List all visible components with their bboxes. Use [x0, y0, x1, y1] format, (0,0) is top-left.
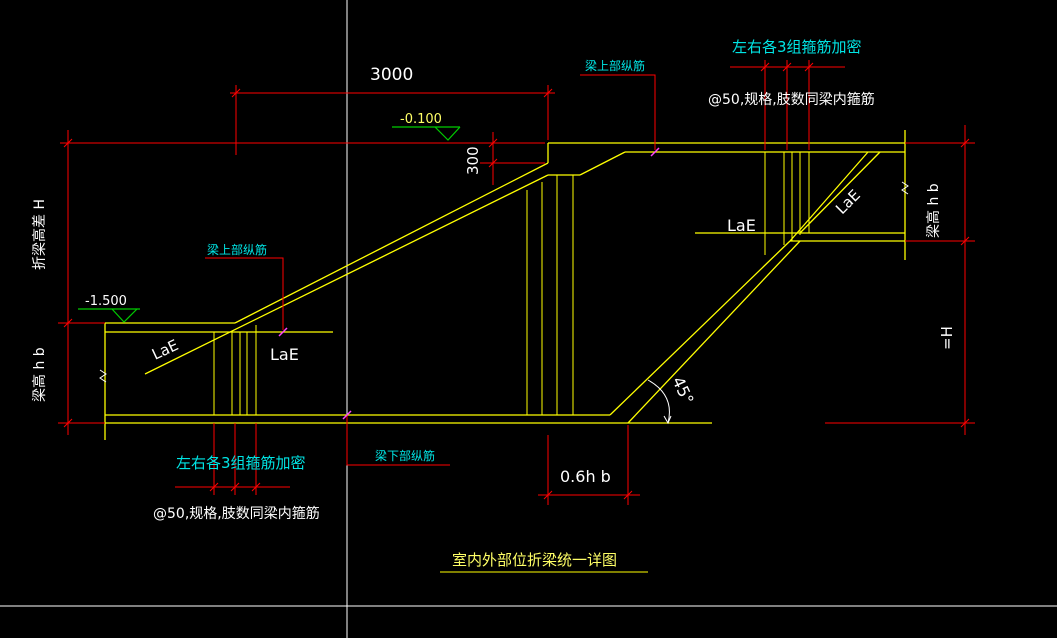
stirrup-dense-right: 左右各3组箍筋加密 [732, 38, 862, 56]
beam-bottom-bar-label: 梁下部纵筋 [375, 448, 435, 463]
h-equals-label: =H [938, 326, 956, 350]
stirrup-dense-left: 左右各3组箍筋加密 [176, 454, 306, 472]
angle-arc [647, 379, 670, 424]
height-diff-label: 折梁高差 H [31, 199, 48, 270]
beam-height-right-label: 梁高 h b [925, 183, 942, 238]
anchor-label-2: LaE [270, 345, 299, 364]
leader-ticks [278, 147, 660, 420]
anchor-label-3: LaE [727, 216, 756, 235]
stirrup-spec-right: @50,规格,肢数同梁内箍筋 [708, 91, 875, 108]
beam-top-bar-label-right: 梁上部纵筋 [585, 58, 645, 73]
dimension-lines [58, 60, 975, 505]
drawing-title: 室内外部位折梁统一详图 [452, 551, 617, 569]
stirrups-middle [526, 175, 574, 415]
elevation-mark-lower [78, 308, 140, 323]
span-dimension: 3000 [370, 65, 413, 85]
stirrup-spec-left: @50,规格,肢数同梁内箍筋 [153, 505, 320, 522]
angle-label: 45° [668, 374, 697, 408]
elevation-upper: -0.100 [400, 112, 442, 127]
beam-top-bar-label-left: 梁上部纵筋 [207, 242, 267, 257]
beam-outline [104, 130, 906, 440]
elevation-lower: -1.500 [85, 294, 127, 309]
break-mark-left [99, 369, 107, 383]
beam-height-left-label: 梁高 h b [31, 347, 48, 402]
stirrups-right [764, 152, 810, 255]
offset-dimension: 0.6h b [560, 467, 611, 486]
step-dimension: 300 [464, 146, 482, 175]
stirrups-left [213, 325, 257, 415]
angle-arrow [663, 415, 672, 425]
break-mark-right [901, 181, 909, 195]
anchor-label-1: LaE [149, 336, 181, 364]
anchor-label-4: LaE [832, 186, 864, 218]
elevation-mark-upper [392, 126, 461, 141]
